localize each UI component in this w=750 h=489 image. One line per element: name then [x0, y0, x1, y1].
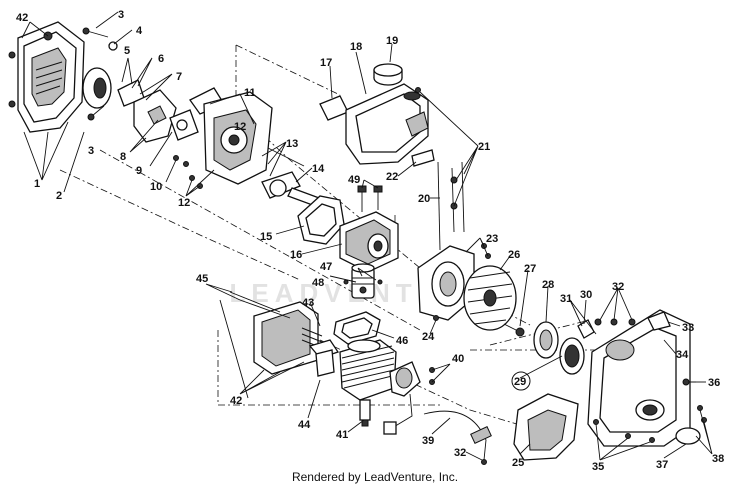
flywheel — [463, 265, 517, 331]
starter-pawls — [577, 318, 636, 339]
flywheel-nut — [503, 323, 525, 337]
part-label: 17 — [320, 57, 332, 69]
part-label: 11 — [244, 87, 256, 99]
part-label: 3 — [118, 9, 124, 21]
ignition-coil — [359, 361, 435, 435]
part-label: 42 — [230, 395, 242, 407]
rear-handle — [513, 393, 579, 461]
part-label: 49 — [348, 174, 360, 186]
cylinder-gasket — [333, 311, 381, 345]
part-label: 39 — [422, 435, 434, 447]
part-label: 19 — [386, 35, 398, 47]
part-label: 38 — [712, 453, 724, 465]
part-label: 23 — [486, 233, 498, 245]
part-label: 7 — [176, 71, 182, 83]
leader-lines — [21, 11, 713, 461]
part-label: 30 — [580, 289, 592, 301]
credit-caption: Rendered by LeadVenture, Inc. — [291, 470, 459, 484]
part-label: 27 — [524, 263, 536, 275]
part-label: 26 — [508, 249, 520, 261]
bolts-49 — [357, 185, 383, 212]
part-label: 1 — [34, 178, 40, 190]
part-label: 32 — [454, 447, 466, 459]
muffler — [229, 291, 340, 377]
part-label: 10 — [150, 181, 162, 193]
part-label: 36 — [708, 377, 720, 389]
part-label: 45 — [196, 273, 208, 285]
carburetor-assembly — [117, 79, 225, 167]
air-filter — [82, 67, 112, 109]
part-label: 22 — [386, 171, 398, 183]
cylinder — [339, 339, 397, 401]
throttle-cable — [423, 410, 492, 465]
part-label: 12 — [178, 197, 190, 209]
air-filter-cover — [8, 21, 85, 133]
part-label: 14 — [312, 163, 325, 175]
part-label: 46 — [396, 335, 408, 347]
gasket — [297, 195, 345, 245]
part-label: 12 — [234, 121, 246, 133]
part-label: 44 — [298, 419, 311, 431]
part-label: 42 — [16, 12, 28, 24]
part-label: 48 — [312, 277, 324, 289]
part-label: 21 — [478, 141, 490, 153]
part-label: 13 — [286, 138, 298, 150]
part-label: 43 — [302, 297, 314, 309]
part-label: 40 — [452, 353, 464, 365]
part-label: 47 — [320, 261, 332, 273]
part-label: 16 — [290, 249, 302, 261]
fuel-tank — [319, 63, 435, 167]
part-label: 32 — [612, 281, 624, 293]
crankcase-half — [203, 91, 305, 185]
engine-housing — [587, 309, 691, 447]
part-label: 37 — [656, 459, 668, 471]
part-label: 15 — [260, 231, 272, 243]
part-label: 29 — [514, 376, 526, 388]
part-label: 8 — [120, 151, 126, 163]
part-label: 28 — [542, 279, 554, 291]
starter-housing-plate — [417, 243, 491, 321]
part-label: 31 — [560, 293, 572, 305]
part-number-labels: 1 2 3 3 4 5 6 7 8 9 10 11 12 12 13 14 15… — [16, 9, 724, 473]
part-label: 24 — [422, 331, 435, 343]
part-label: 34 — [676, 349, 689, 361]
part-label: 35 — [592, 461, 604, 473]
part-label: 41 — [336, 429, 348, 441]
part-label: 2 — [56, 190, 62, 202]
part-label: 33 — [682, 322, 694, 334]
crankcase-block — [339, 211, 399, 273]
part-label: 5 — [124, 45, 130, 57]
part-label: 3 — [88, 145, 94, 157]
part-label: 9 — [136, 165, 142, 177]
callout-circle-29 — [511, 371, 531, 391]
part-label: 6 — [158, 53, 164, 65]
part-label: 4 — [136, 25, 143, 37]
part-label: 25 — [512, 457, 524, 469]
part-label: 18 — [350, 41, 362, 53]
part-label: 20 — [418, 193, 430, 205]
starter-pulley — [533, 321, 585, 375]
screws — [82, 27, 118, 121]
